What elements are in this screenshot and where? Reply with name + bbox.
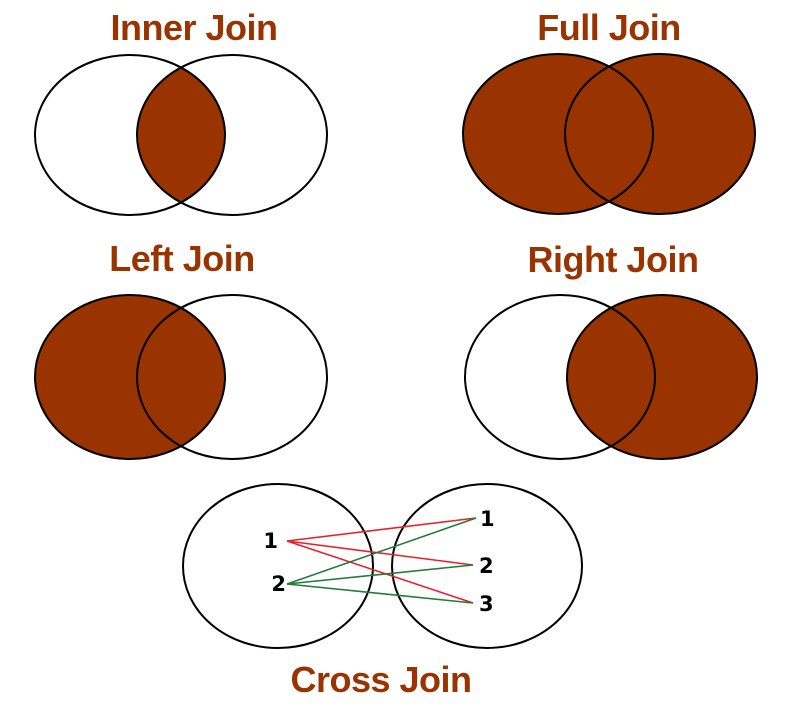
cross-join-left-circle — [182, 483, 374, 649]
cross-join-diagram: 1 2 1 2 3 Cross Join — [182, 483, 583, 700]
cross-link-l2-r1 — [286, 517, 477, 585]
cross-join-right-circle — [391, 483, 583, 649]
right-join-title: Right Join — [528, 239, 699, 280]
right-join-diagram: Right Join — [464, 239, 758, 460]
full-join-right-fill — [565, 54, 755, 214]
full-join-right-circle — [564, 53, 756, 215]
inner-join-diagram: Inner Join — [34, 7, 328, 216]
cross-left-row-1: 1 — [263, 529, 278, 553]
cross-link-l1-r3 — [286, 540, 474, 604]
full-join-left-circle — [462, 53, 654, 215]
inner-join-title: Inner Join — [110, 7, 277, 48]
inner-join-left-circle — [34, 54, 226, 216]
left-join-left-circle — [34, 294, 226, 460]
left-join-diagram: Left Join — [34, 238, 328, 460]
full-join-title: Full Join — [537, 7, 681, 48]
full-join-diagram: Full Join — [462, 7, 756, 215]
left-join-right-circle — [136, 294, 328, 460]
cross-link-l1-r1 — [286, 517, 477, 542]
right-join-right-circle — [566, 294, 758, 460]
inner-join-intersection — [137, 55, 225, 215]
cross-right-row-1: 1 — [480, 507, 495, 531]
left-join-title: Left Join — [109, 238, 255, 279]
right-join-left-circle — [464, 294, 656, 460]
cross-right-row-3: 3 — [479, 592, 494, 616]
right-join-right-fill — [567, 295, 757, 459]
left-join-left-fill — [35, 295, 225, 459]
cross-join-title: Cross Join — [290, 659, 471, 700]
cross-left-row-2: 2 — [271, 572, 286, 596]
cross-link-l2-r2 — [286, 564, 474, 585]
cross-right-row-2: 2 — [479, 554, 494, 578]
cross-link-l1-r2 — [286, 540, 474, 566]
inner-join-right-circle — [136, 54, 328, 216]
cross-link-l2-r3 — [286, 583, 474, 604]
